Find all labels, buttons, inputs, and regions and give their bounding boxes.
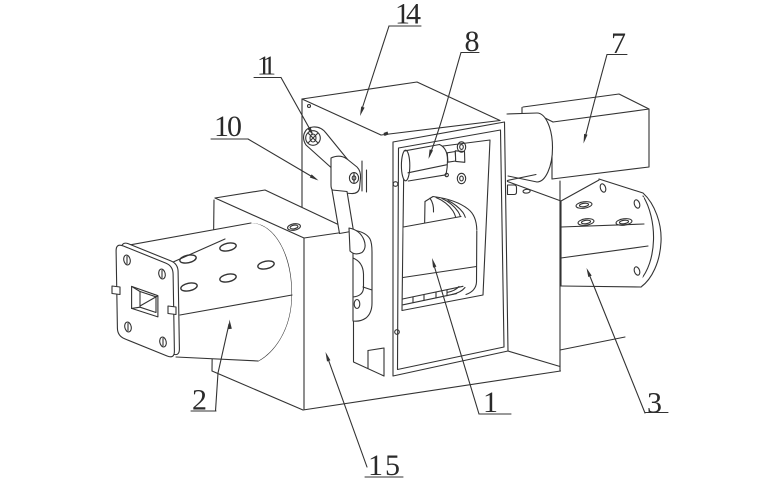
svg-text:11: 11 — [257, 51, 276, 81]
svg-text:1: 1 — [483, 386, 498, 419]
svg-text:10: 10 — [214, 110, 242, 143]
svg-text:3: 3 — [647, 387, 662, 420]
svg-text:14: 14 — [395, 0, 421, 31]
svg-text:7: 7 — [611, 27, 626, 60]
svg-text:8: 8 — [465, 25, 480, 58]
svg-text:2: 2 — [192, 384, 207, 417]
